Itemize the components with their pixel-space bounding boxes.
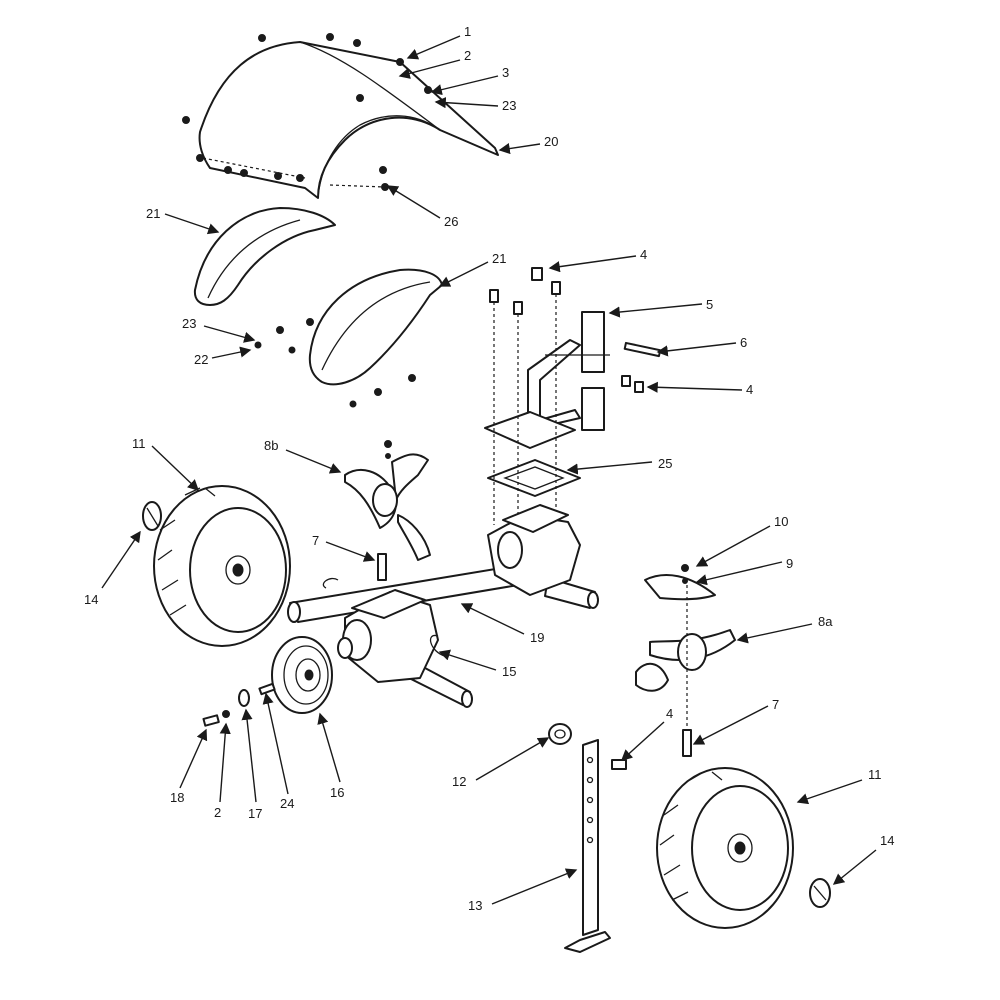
callout-3: 3 xyxy=(502,65,509,80)
pulley-hardware xyxy=(202,682,276,727)
callout-12: 12 xyxy=(452,774,466,789)
callout-22: 22 xyxy=(194,352,208,367)
callout-4-top: 4 xyxy=(640,247,647,262)
callout-16: 16 xyxy=(330,785,344,800)
callout-2: 2 xyxy=(464,48,471,63)
pulley xyxy=(271,636,333,714)
right-wheel xyxy=(656,767,794,929)
callout-8a: 8a xyxy=(818,614,833,629)
shield-hardware xyxy=(182,33,432,191)
callout-1: 1 xyxy=(464,24,471,39)
gasket xyxy=(487,459,581,497)
callout-5: 5 xyxy=(706,297,713,312)
callout-6: 6 xyxy=(740,335,747,350)
callout-labels: 1 2 3 23 20 26 21 21 23 22 4 5 6 4 25 11… xyxy=(84,24,894,913)
left-tine-assembly xyxy=(344,440,431,581)
callout-14-right: 14 xyxy=(880,833,894,848)
callout-9: 9 xyxy=(786,556,793,571)
deflector-hardware xyxy=(254,318,416,408)
callout-20: 20 xyxy=(544,134,558,149)
mounting-plate xyxy=(484,411,576,449)
bracket-bolts xyxy=(489,267,644,540)
callout-7-right: 7 xyxy=(772,697,779,712)
callout-4-lower: 4 xyxy=(666,706,673,721)
left-tine-deflector xyxy=(193,207,336,306)
callout-14-left: 14 xyxy=(84,592,98,607)
callout-4-mid: 4 xyxy=(746,382,753,397)
callout-15: 15 xyxy=(502,664,516,679)
tine-shield xyxy=(198,41,499,199)
callout-19: 19 xyxy=(530,630,544,645)
callout-26: 26 xyxy=(444,214,458,229)
callout-17: 17 xyxy=(248,806,262,821)
stake-bolt xyxy=(611,759,627,770)
mounting-bracket xyxy=(527,311,662,431)
right-gearbox xyxy=(487,504,581,596)
leader-lines xyxy=(101,35,877,905)
callout-7-left: 7 xyxy=(312,533,319,548)
right-tine-assembly xyxy=(635,564,736,757)
left-gearbox xyxy=(337,589,439,683)
stake-knob xyxy=(548,723,572,745)
callout-18: 18 xyxy=(170,790,184,805)
callout-8b: 8b xyxy=(264,438,278,453)
callout-21-left: 21 xyxy=(146,206,160,221)
callout-23: 23 xyxy=(502,98,516,113)
callout-2-lower: 2 xyxy=(214,805,221,820)
right-lynch-pin xyxy=(809,878,831,908)
callout-11-left: 11 xyxy=(132,436,146,451)
callout-11-right: 11 xyxy=(868,767,882,782)
callout-24: 24 xyxy=(280,796,294,811)
depth-stake xyxy=(564,739,611,953)
right-tine-deflector xyxy=(308,268,443,386)
callout-23-lower: 23 xyxy=(182,316,196,331)
callout-25: 25 xyxy=(658,456,672,471)
left-lynch-pin xyxy=(142,501,162,531)
left-wheel xyxy=(153,485,291,647)
callout-10: 10 xyxy=(774,514,788,529)
callout-13: 13 xyxy=(468,898,482,913)
callout-21-right: 21 xyxy=(492,251,506,266)
